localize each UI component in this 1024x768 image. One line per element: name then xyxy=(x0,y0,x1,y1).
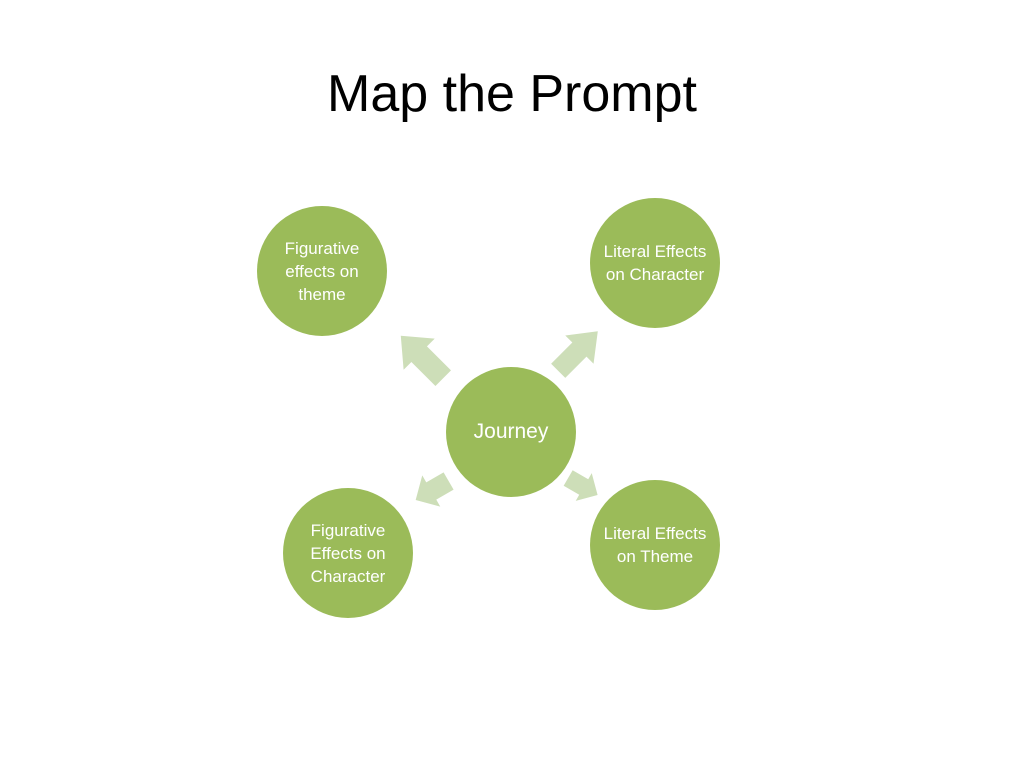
node-label: Literal Effects on Theme xyxy=(603,524,707,566)
node-figurative-effects-on-character: Figurative Effects on Character xyxy=(283,488,413,618)
arrow-shape xyxy=(400,335,451,386)
arrow-to-bottom-right xyxy=(563,470,598,501)
arrow-shape xyxy=(551,331,598,378)
arrow-to-bottom-left xyxy=(415,472,454,507)
arrow-to-top-left xyxy=(400,335,451,386)
slide-title: Map the Prompt xyxy=(327,65,697,123)
node-literal-effects-on-character: Literal Effects on Character xyxy=(590,198,720,328)
arrow-to-top-right xyxy=(551,331,598,378)
node-label: Figurative effects on theme xyxy=(284,238,360,304)
node-center-journey: Journey xyxy=(446,367,576,497)
node-figurative-effects-on-theme: Figurative effects on theme xyxy=(257,206,387,336)
node-label: Literal Effects on Character xyxy=(603,242,707,284)
arrow-shape xyxy=(415,472,454,507)
node-literal-effects-on-theme: Literal Effects on Theme xyxy=(590,480,720,610)
node-label: Journey xyxy=(473,420,549,443)
node-label: Figurative Effects on Character xyxy=(310,520,386,586)
arrow-shape xyxy=(563,470,598,501)
